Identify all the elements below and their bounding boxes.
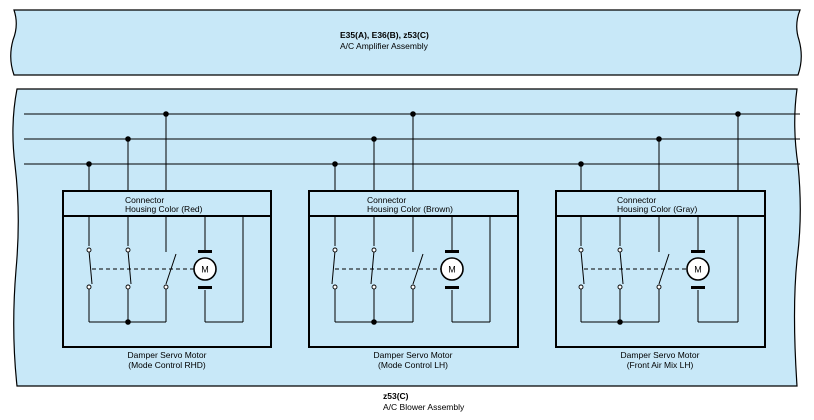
amplifier-panel	[10, 9, 802, 76]
junction-dot	[332, 161, 338, 167]
switch-contact	[88, 250, 93, 285]
junction-dot	[410, 111, 416, 117]
servo-motor-box	[62, 190, 272, 348]
servo-motor-box	[308, 190, 519, 348]
connector-housing-color: Housing Color (Red)	[125, 204, 203, 214]
switch-contact	[370, 250, 375, 285]
junction-dot	[86, 161, 92, 167]
motor-symbol	[686, 257, 710, 281]
servo-motor-caption: Damper Servo Motor	[374, 350, 453, 360]
blower-code: z53(C)	[383, 391, 409, 401]
servo-motor-caption: Damper Servo Motor	[128, 350, 207, 360]
servo-motor-group: Connector Housing Color (Gray) M Damper …	[555, 111, 766, 370]
servo-motor-caption: Damper Servo Motor	[621, 350, 700, 360]
connector-housing-color: Housing Color (Brown)	[367, 204, 453, 214]
switch-contact	[619, 250, 624, 285]
servo-motor-subcaption: (Front Air Mix LH)	[627, 360, 694, 370]
servo-motor-group: Connector Housing Color (Red) M Damper S…	[62, 111, 272, 370]
connector-label: Connector	[617, 195, 656, 205]
switch-contact	[331, 250, 336, 285]
junction-dot	[163, 111, 169, 117]
connector-label: Connector	[367, 195, 406, 205]
motor-letter: M	[448, 265, 456, 275]
blower-panel	[12, 88, 801, 387]
blower-name: A/C Blower Assembly	[383, 402, 465, 412]
amplifier-name: A/C Amplifier Assembly	[340, 41, 429, 51]
connector-label: Connector	[125, 195, 164, 205]
junction-dot	[125, 136, 131, 142]
servo-motor-subcaption: (Mode Control LH)	[378, 360, 448, 370]
junction-dot	[578, 161, 584, 167]
servo-motor-subcaption: (Mode Control RHD)	[128, 360, 206, 370]
junction-dot	[656, 136, 662, 142]
servo-motor-box	[555, 190, 766, 348]
servo-motor-group: Connector Housing Color (Brown) M Damper…	[308, 111, 519, 370]
motor-symbol	[440, 257, 464, 281]
junction-dot	[735, 111, 741, 117]
amplifier-code: E35(A), E36(B), z53(C)	[340, 30, 429, 40]
switch-contact	[127, 250, 132, 285]
connector-housing-color: Housing Color (Gray)	[617, 204, 697, 214]
switch-contact	[580, 250, 585, 285]
motor-letter: M	[201, 265, 209, 275]
switch-contact	[412, 253, 424, 285]
motor-symbol	[193, 257, 217, 281]
motor-letter: M	[694, 265, 702, 275]
junction-dot	[371, 136, 377, 142]
